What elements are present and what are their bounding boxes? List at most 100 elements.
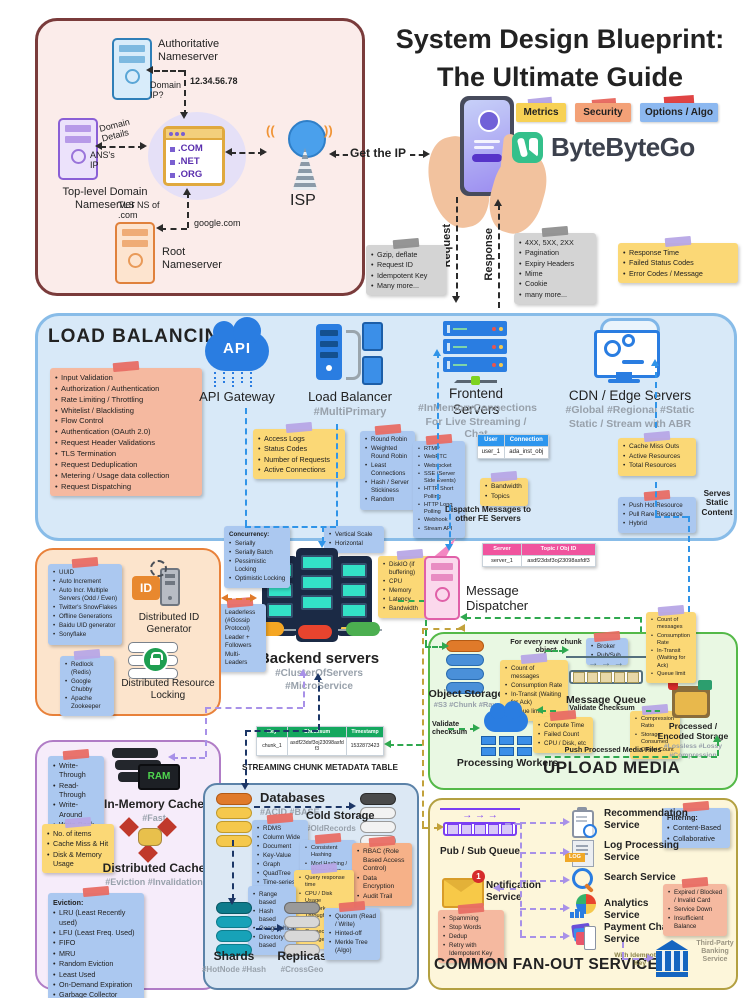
shards-tag: #HotNode #Hash	[201, 965, 266, 974]
timestamp-col: Timestamp	[346, 725, 384, 739]
connector-line	[398, 600, 425, 602]
recommendation-service-icon	[572, 807, 597, 838]
chunk-object-text: For every new chunk object	[510, 637, 582, 655]
tld-nameserver-label: Top-level Domain Nameserver	[62, 186, 148, 211]
note-item: Read-Through	[53, 781, 100, 800]
note-item: Stop Words	[443, 924, 500, 932]
note-item: Request Header Validations	[55, 438, 198, 448]
note-item: Mime	[519, 269, 592, 279]
note-item: Graph	[257, 861, 304, 869]
connector-line	[520, 908, 566, 910]
note-item: Pagination	[519, 248, 592, 258]
browser-domains-icon: .COM .NET .ORG	[163, 126, 225, 186]
connector-line	[410, 154, 424, 156]
connector-line	[540, 710, 556, 712]
replicas-label: Replicas	[277, 949, 327, 963]
connector-arrow	[536, 706, 543, 714]
connector-line	[498, 204, 500, 308]
note-item: Error Codes / Message	[623, 269, 734, 279]
login-button[interactable]	[472, 154, 502, 162]
cloud-bump	[213, 321, 235, 343]
note-item: Cache Miss Outs	[623, 443, 692, 452]
connector-line	[100, 146, 144, 148]
connector-arrow	[241, 783, 249, 790]
connector-arrow	[146, 66, 153, 74]
authoritative-nameserver-label: Authoritative Nameserver	[158, 38, 220, 63]
notification-icon: 1	[442, 870, 485, 908]
connector-line	[437, 352, 439, 500]
connector-line	[425, 600, 427, 646]
authoritative-nameserver-icon	[112, 38, 152, 100]
connector-arrow	[329, 150, 336, 158]
cdn-icon	[592, 318, 662, 386]
connector-arrow	[563, 848, 570, 856]
tape	[643, 489, 671, 502]
note-item: Garbage Collector	[53, 990, 140, 998]
note-item: CPU / Disk Usage	[299, 891, 350, 906]
service-label-log: Log Processing Service	[604, 840, 680, 863]
backend-servers-label: Backend servers	[258, 650, 380, 667]
connection-col: Connection	[503, 433, 550, 448]
isp-label: ISP	[290, 192, 316, 209]
serves-static-text: Serves Static Content	[701, 489, 733, 517]
connector-arrow	[563, 932, 570, 940]
note-item: Pessimistic Locking	[229, 558, 286, 574]
connector-line	[334, 154, 348, 156]
bank-service-label: Third-Party Banking Service	[696, 940, 734, 964]
user-val: user_1	[477, 446, 505, 460]
connector-line	[520, 823, 522, 936]
note-lock-tools: Redlock (Redis)Google ChubbyApache Zooke…	[60, 648, 114, 717]
note-item: Range based	[253, 891, 292, 907]
tag-options-algo: Options / Algo	[640, 103, 718, 122]
note-item: CPU / Disk, etc	[538, 740, 589, 748]
note-item: UUID	[53, 569, 118, 577]
note-item: CPU	[383, 578, 438, 586]
tape	[490, 470, 518, 483]
message-dispatcher-label: Message Dispatcher	[466, 583, 529, 613]
note-item: Object Count	[635, 747, 676, 755]
api-gateway-label: API Gateway	[199, 389, 275, 404]
note-item: Count of messages	[651, 617, 692, 632]
note-item: Expired / Blocked / Invalid Card	[668, 889, 723, 905]
tag-security: Security	[575, 103, 631, 122]
note-worker-metrics: Compute TimeFailed CountCPU / Disk, etc	[533, 709, 593, 754]
connector-arrow	[228, 898, 236, 905]
upload-media-title: UPLOAD MEDIA	[543, 758, 681, 777]
connector-arrow	[349, 802, 356, 810]
service-label-search: Search Service	[604, 872, 676, 883]
note-item: Latency	[383, 596, 438, 604]
cold-storage-label: Cold Storage	[306, 810, 375, 822]
cold-storage-tag: #OldRecords	[306, 824, 356, 833]
connector-line	[655, 482, 657, 516]
note-item: Insufficient Balance	[668, 915, 723, 931]
frontend-servers-tag1: #InMemoryConnections	[418, 402, 538, 414]
dispatch-messages-text: Dispatch Messages to other FE Servers	[445, 505, 531, 524]
note-item: Redlock (Redis)	[65, 661, 110, 677]
backend-node-green	[346, 622, 380, 636]
resource-locking-icon	[128, 642, 178, 679]
note-item: Authorization / Authentication	[55, 384, 198, 394]
note-item: Auto Increment	[53, 578, 118, 586]
key-col: Key	[256, 725, 288, 739]
connector-line	[449, 505, 451, 546]
connector-arrow	[452, 296, 460, 303]
get-the-ip-label: Get the IP	[350, 146, 407, 160]
note-item: Broker	[591, 643, 624, 651]
user-col: User	[477, 433, 505, 448]
notification-badge: 1	[476, 872, 481, 881]
tls-ns-label: TLS NS of .com	[118, 200, 160, 221]
connector-line	[422, 628, 424, 827]
tape	[657, 604, 685, 617]
connector-line	[232, 840, 234, 900]
connector-line	[520, 936, 566, 938]
note-item: Queue limit	[651, 671, 692, 679]
note-item: Twitter's SnowFlakes	[53, 604, 118, 612]
frontend-servers-icon	[443, 321, 507, 385]
note-item: Query response time	[299, 875, 350, 890]
note-item: Least Used	[53, 970, 140, 980]
tape	[285, 421, 313, 434]
note-item: Key-Value	[257, 852, 304, 860]
root-nameserver-label: Root Nameserver	[162, 246, 222, 271]
note-item: RDMS	[257, 825, 304, 833]
note-item: Hybrid	[623, 520, 692, 528]
